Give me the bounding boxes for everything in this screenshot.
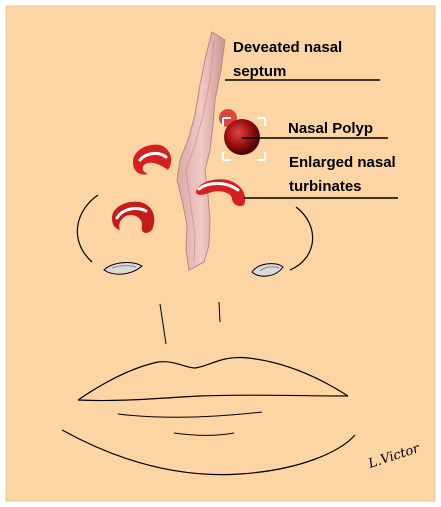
- septum-label-line2: septum: [233, 63, 286, 80]
- septum-label-line1: Deveated nasal: [233, 39, 342, 56]
- turbinates-label-line2: turbinates: [289, 178, 362, 195]
- turbinates-label-line1: Enlarged nasal: [289, 154, 396, 171]
- polyp-label: Nasal Polyp: [288, 120, 373, 137]
